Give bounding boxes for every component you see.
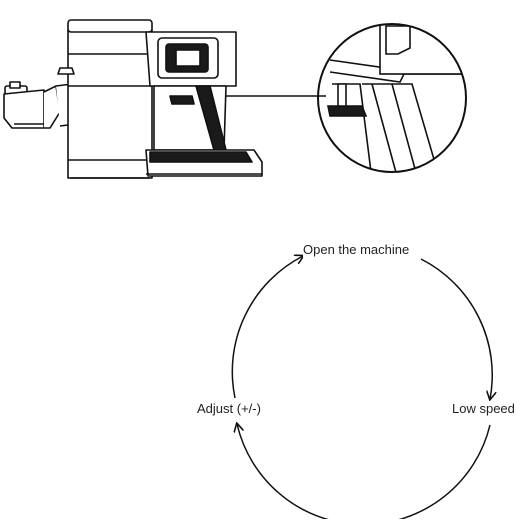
cycle-step-low-speed: Low speed — [452, 401, 515, 417]
cycle-step-adjust: Adjust (+/-) — [197, 401, 261, 417]
cycle-step-open: Open the machine — [303, 242, 410, 258]
cycle-diagram — [231, 256, 492, 524]
magnifier-detail — [317, 23, 467, 173]
magnifier-ring — [317, 23, 467, 173]
arc-left-top — [231, 256, 303, 399]
magnified-handle — [327, 24, 466, 172]
battery-pack — [145, 149, 263, 177]
vacuum-illustration — [3, 19, 326, 179]
motor-housing — [145, 31, 237, 151]
arc-bottom — [237, 424, 491, 524]
arc-top-right — [420, 258, 492, 399]
dust-bin — [57, 19, 153, 179]
